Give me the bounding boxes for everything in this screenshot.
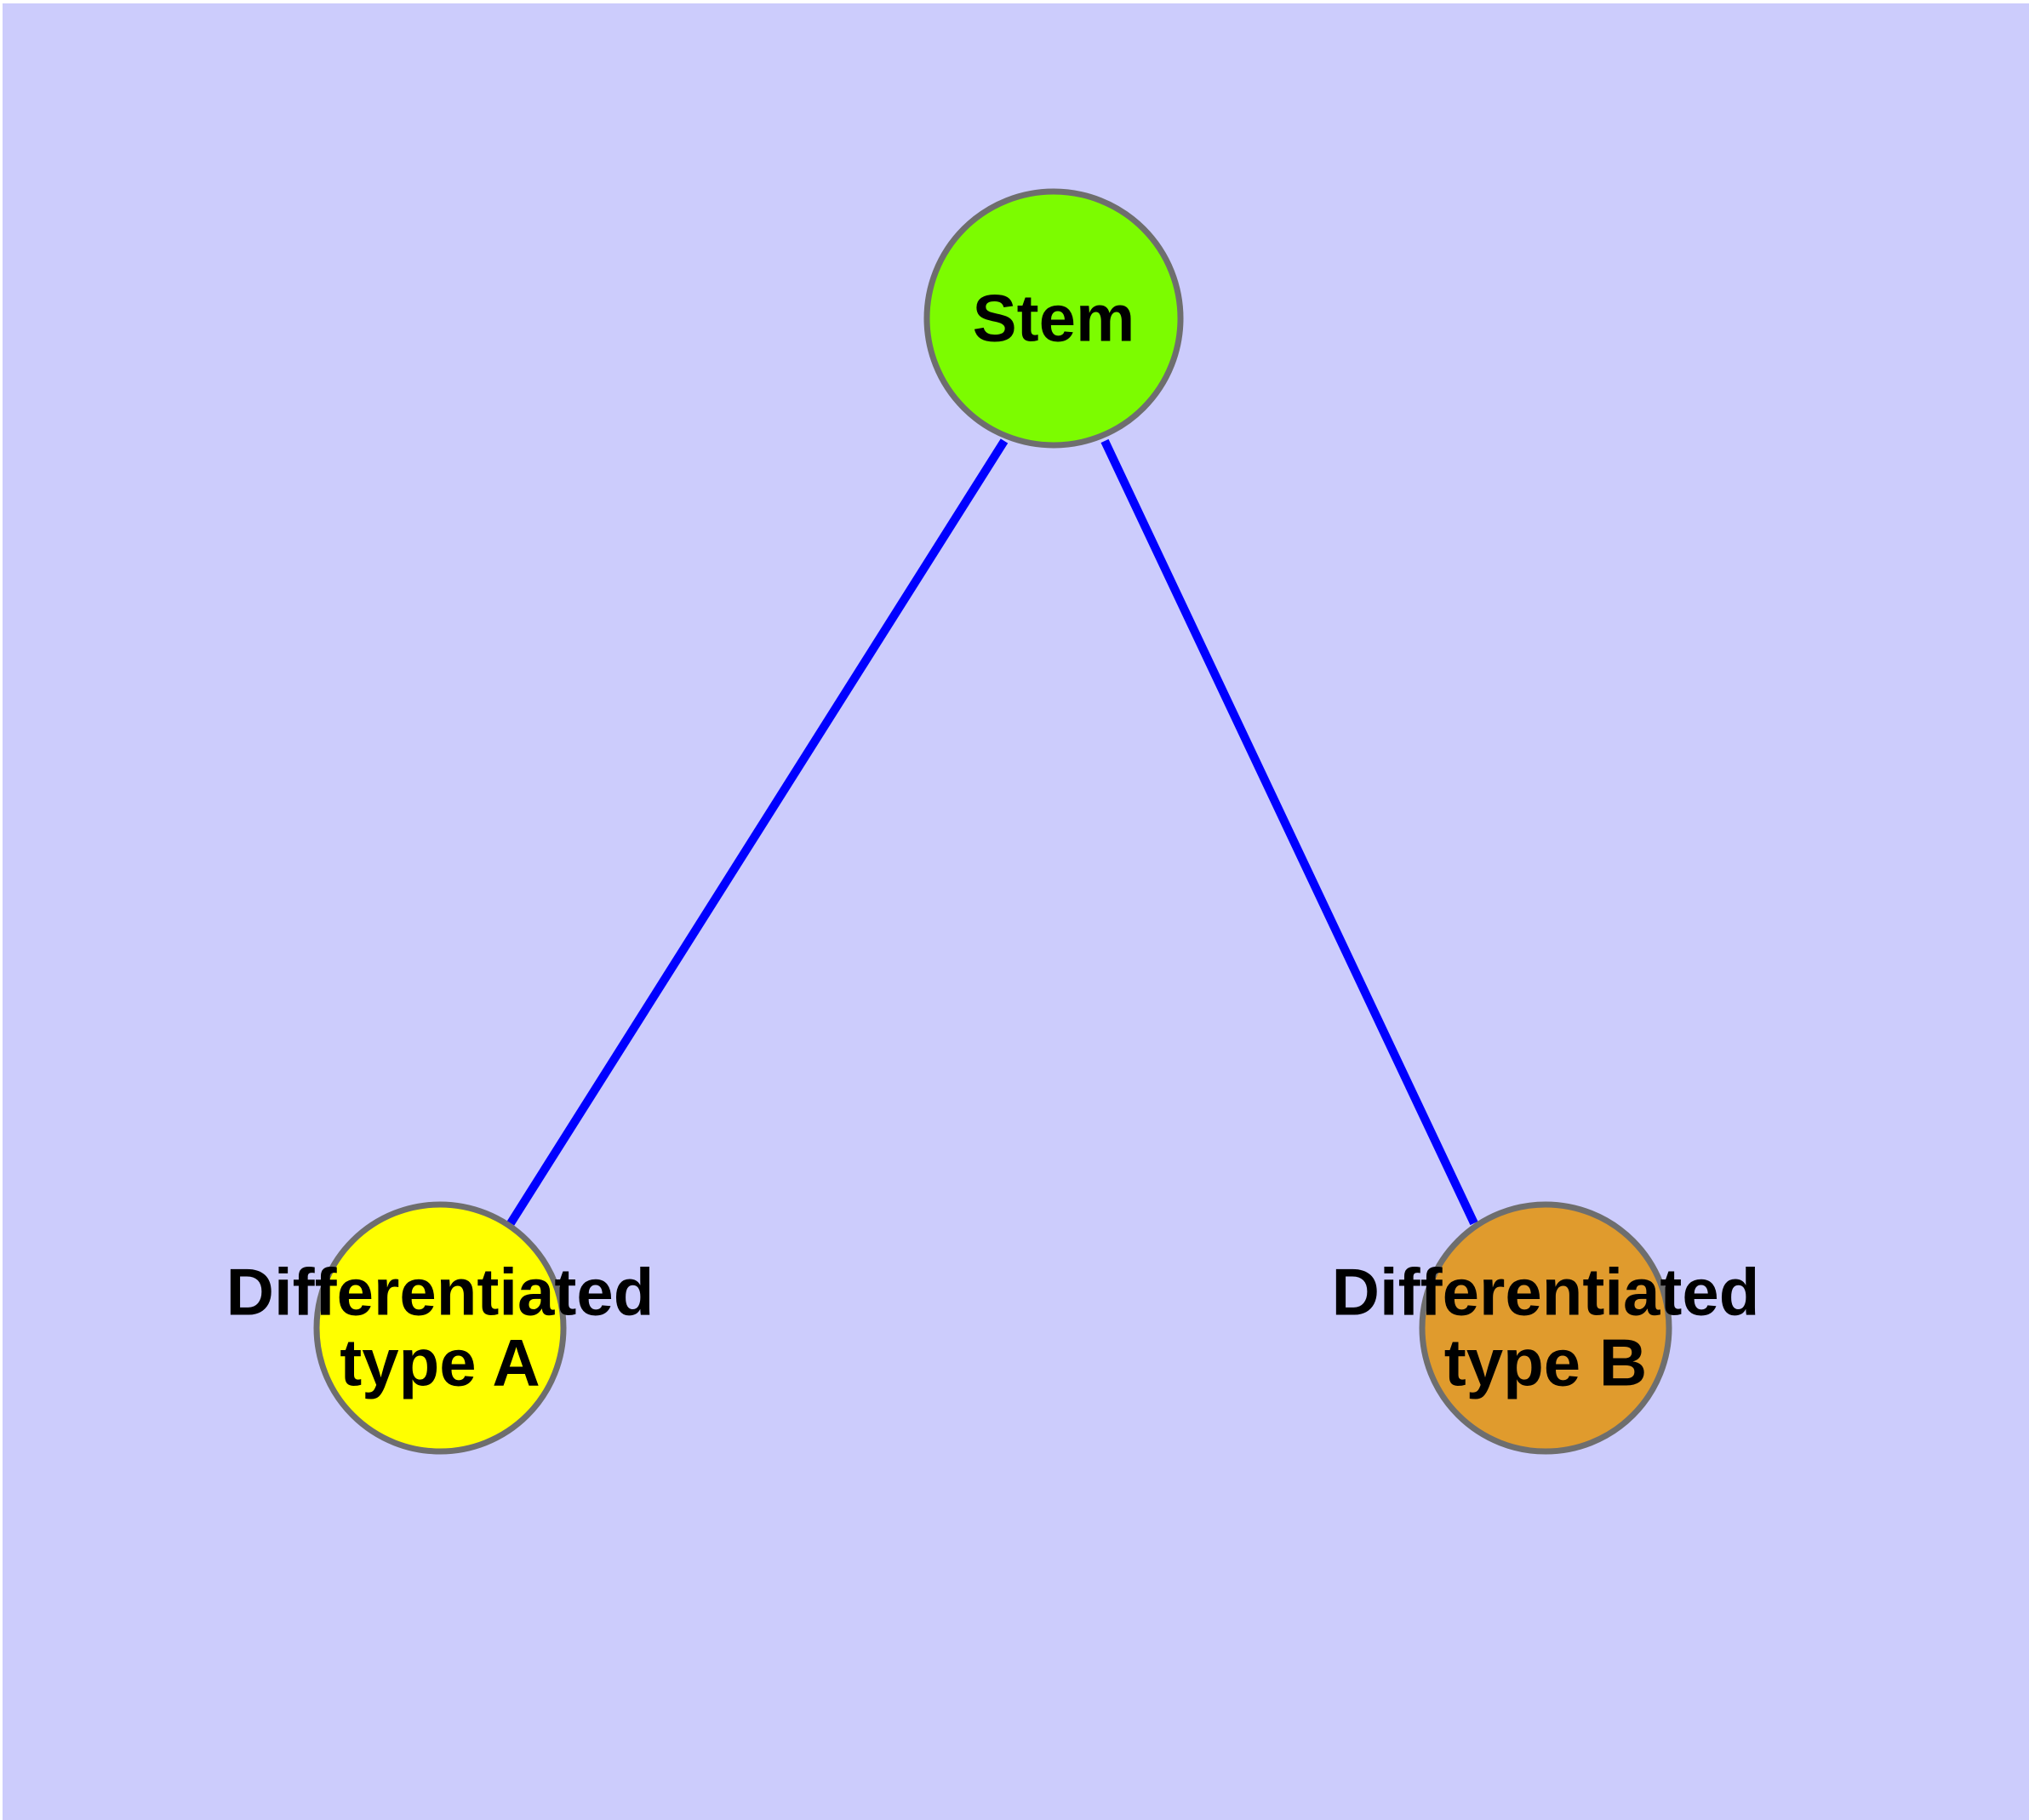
node-differentiated-type-a[interactable] (313, 1201, 567, 1455)
edge-stem-to-differentiated-type-b[interactable] (1100, 438, 1478, 1226)
edge-group (506, 438, 1478, 1226)
node-stem[interactable] (923, 188, 1184, 449)
node-differentiated-type-b[interactable] (1419, 1201, 1672, 1455)
node-group (313, 188, 1672, 1455)
edge-stem-to-differentiated-type-a[interactable] (506, 438, 1009, 1226)
